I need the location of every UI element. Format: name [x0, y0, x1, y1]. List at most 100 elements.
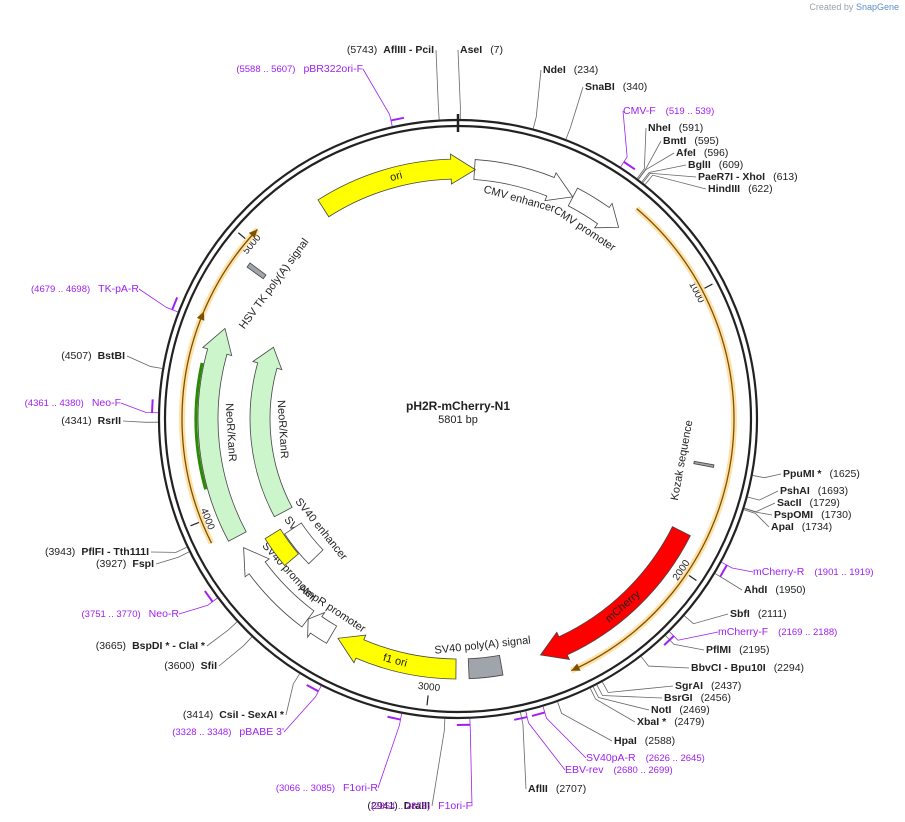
- enzyme-pos: (2195): [739, 644, 769, 656]
- enzyme-name: AseI: [460, 44, 482, 56]
- enzyme-label: (4507)BstBI: [61, 350, 125, 362]
- enzyme-pos: (5743): [347, 44, 377, 56]
- orf-line: [571, 208, 735, 672]
- enzyme-name: NdeI: [543, 64, 566, 76]
- enzyme-name: BbvCI - Bpu10I: [691, 662, 766, 674]
- enzyme-pos: (7): [490, 44, 503, 56]
- enzyme-leader: [602, 681, 674, 693]
- primer-range: (5588 .. 5607): [236, 64, 295, 75]
- enzyme-name: XbaI *: [637, 716, 667, 728]
- site-lines: [120, 49, 782, 807]
- orf-arcs: [179, 206, 737, 674]
- primer-name: SV40pA-R: [586, 752, 636, 764]
- primer-label: (4679 .. 4698)TK-pA-R: [31, 283, 139, 295]
- enzyme-name: DraIII: [404, 800, 430, 812]
- enzyme-name: HpaI: [614, 735, 637, 747]
- enzyme-pos: (2469): [679, 704, 709, 716]
- primer-range: (2854 .. 2875): [371, 801, 430, 812]
- tick-mark: [426, 695, 429, 706]
- enzyme-leader: [636, 127, 647, 179]
- enzyme-pos: (613): [773, 171, 798, 183]
- primer-mark: [390, 116, 405, 122]
- primer-range: (3066 .. 3085): [276, 783, 335, 794]
- orf-arrowhead: [571, 663, 581, 671]
- feature-mcherry: [539, 526, 691, 660]
- enzyme-name: SbfI: [730, 608, 750, 620]
- enzyme-leader: [637, 140, 662, 180]
- feature-label-ori: ori: [389, 169, 404, 184]
- enzyme-pos: (3927): [96, 558, 126, 570]
- enzyme-leader: [520, 712, 527, 790]
- enzyme-name: AfeI: [676, 147, 696, 159]
- enzyme-label: (3414)CsiI - SexAI *: [183, 709, 285, 721]
- tick-mark: [237, 232, 247, 240]
- enzyme-name: BmtI: [663, 135, 686, 147]
- primer-leader: [620, 110, 628, 168]
- enzyme-leader: [155, 551, 190, 565]
- tick-mark: [190, 521, 201, 527]
- enzyme-leader: [532, 69, 542, 129]
- primer-leader: [178, 597, 218, 615]
- enzyme-pos: (2707): [556, 783, 586, 795]
- enzyme-pos: (1734): [802, 521, 832, 533]
- primer-leader: [120, 402, 159, 414]
- tick-mark: [703, 283, 713, 290]
- enzyme-pos: (1729): [810, 497, 840, 509]
- primer-mark: [171, 297, 179, 311]
- primer-mark: [623, 161, 636, 171]
- enzyme-pos: (340): [623, 81, 648, 93]
- enzyme-name: SacII: [777, 497, 802, 509]
- enzyme-leader: [747, 490, 779, 501]
- enzyme-label: NheI(591): [648, 122, 703, 134]
- enzyme-pos: (3943): [45, 546, 75, 558]
- feature-label-kozak: Kozak sequence: [669, 419, 696, 501]
- primer-mark: [306, 684, 319, 693]
- enzyme-leader: [665, 635, 705, 651]
- enzyme-label: BsrGI(2456): [664, 692, 731, 704]
- enzyme-leader: [744, 502, 776, 513]
- feature-cmv-promoter: [567, 187, 620, 229]
- orf-arrowhead: [196, 311, 205, 321]
- enzyme-leader: [565, 86, 584, 140]
- site-labels: AseI (7) NdeI (234) SnaBI(340) NheI(591)BmtI (…: [25, 44, 874, 812]
- primer-range: (3328 .. 3348): [172, 727, 231, 738]
- enzyme-pos: (2941): [367, 800, 397, 812]
- enzyme-leader: [642, 172, 697, 183]
- primer-label: EBV-rev(2680 .. 2699): [565, 764, 673, 776]
- enzyme-label: HindIII(622): [708, 183, 773, 195]
- primer-name: mCherry-R: [753, 566, 805, 578]
- feature-sv40-promoter: [243, 546, 315, 628]
- primer-leader: [542, 706, 587, 759]
- enzyme-name: HindIII: [708, 183, 740, 195]
- plasmid-size: 5801 bp: [438, 414, 478, 426]
- primer-leader: [525, 711, 566, 771]
- enzyme-leader: [285, 673, 300, 716]
- enzyme-name: BglII: [688, 159, 711, 171]
- enzyme-name: PshAI: [780, 485, 810, 497]
- enzyme-leader: [752, 473, 782, 479]
- feature-label-neokanr-2: NeoR/KanR: [275, 400, 290, 459]
- feature-sv40-polya: [467, 654, 504, 680]
- primer-mark: [719, 564, 728, 578]
- primer-range: (2680 .. 2699): [614, 765, 673, 776]
- enzyme-label: AhdI(1950): [744, 584, 806, 596]
- primer-leader: [669, 631, 719, 641]
- enzyme-label: (3943) PflFI - Tth111I: [45, 546, 149, 558]
- enzyme-label: (5743)AflIII - PciI: [347, 44, 434, 56]
- enzyme-pos: (1730): [821, 509, 851, 521]
- enzyme-name: AhdI: [744, 584, 767, 596]
- enzyme-label: AseI (7): [460, 44, 503, 56]
- primer-mark: [531, 711, 546, 717]
- enzyme-name: BspDI * - ClaI *: [132, 640, 206, 652]
- enzyme-name: PaeR7I - XhoI: [698, 171, 765, 183]
- enzyme-label: AflII(2707): [528, 783, 586, 795]
- feature-ori: [317, 153, 477, 218]
- enzyme-leader: [206, 621, 238, 647]
- enzyme-name: PflFI - Tth111I: [81, 546, 149, 558]
- feature-f1-ori: [337, 634, 457, 680]
- enzyme-pos: (234): [574, 64, 599, 76]
- enzyme-name: NheI: [648, 122, 671, 134]
- enzyme-label: SnaBI(340): [585, 81, 647, 93]
- primer-mark: [387, 715, 401, 721]
